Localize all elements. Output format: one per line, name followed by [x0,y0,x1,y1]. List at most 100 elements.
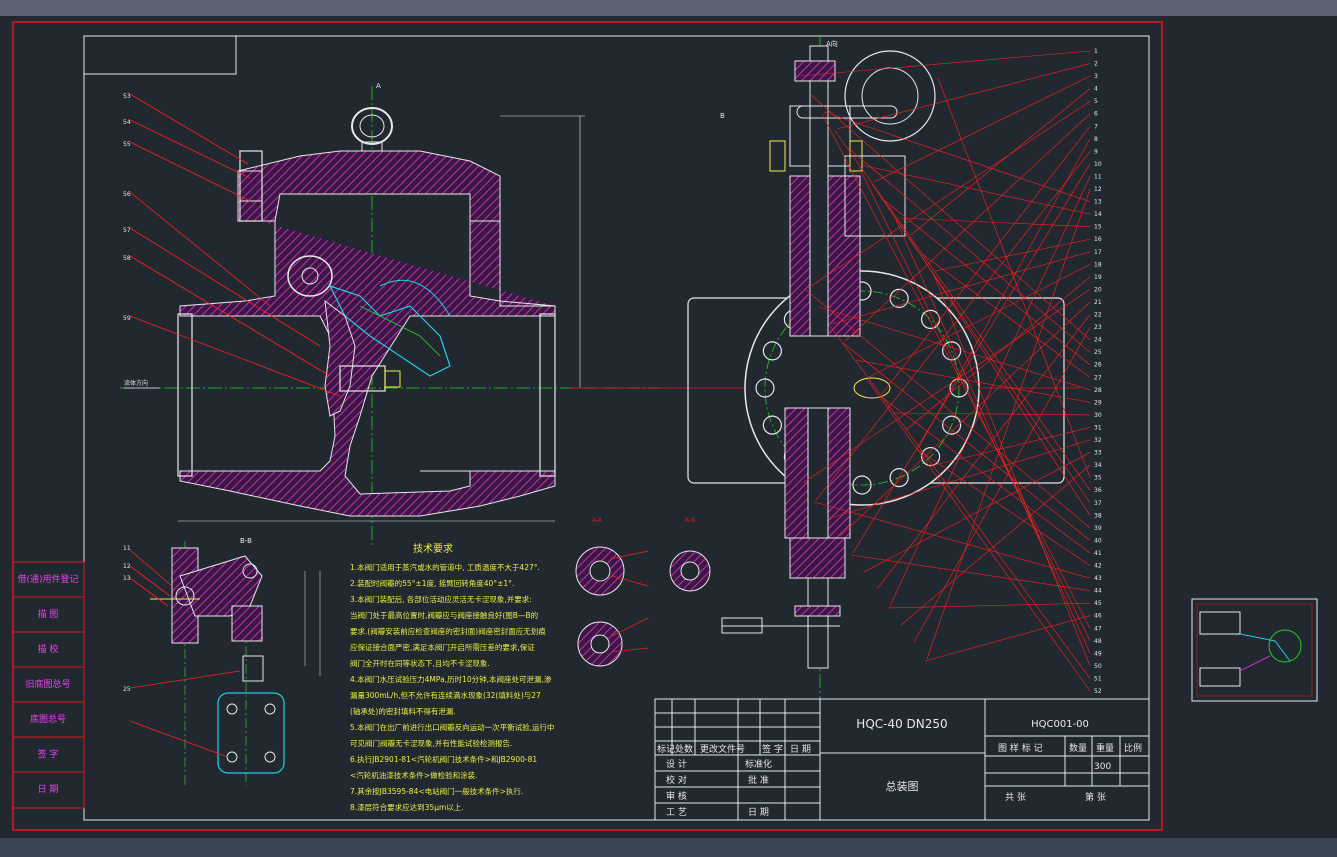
leader-line [924,615,1091,662]
balloon: 21 [1094,299,1102,306]
leader-line [884,200,1091,365]
middle-row: 日 期 [748,807,769,818]
tech-line: 5.本阀门在出厂前进行出口阀瓣反向运动一次平衡试验,运行中 [350,722,555,732]
balloon: 47 [1094,625,1102,632]
balloon: 43 [1094,575,1102,582]
tech-line: 7.其余按JB3595-84<电站阀门一般技术条件>执行. [350,786,523,796]
view-label-b: B [720,112,725,120]
leader-line [836,63,1091,130]
leader-line [858,166,1091,641]
section-label-bb: B-B [240,537,252,545]
leader-line [826,439,1091,520]
balloon: 46 [1094,613,1102,620]
leader-line [926,188,1091,660]
leader-line [866,378,1091,692]
leader-line [829,325,1091,679]
leader-line [855,359,1091,403]
bolt-hole [755,378,775,398]
title-block[interactable]: 标记 处数 更改文件号 签 字 日 期 设 计 校 对 审 核 工 艺 标准化 … [654,698,1150,821]
bolt-hole [889,468,909,488]
leader-line [876,314,1091,590]
balloon: 36 [1094,487,1102,494]
balloon: 59 [123,315,131,322]
attr-label: 数量 [1069,742,1087,754]
balloon: 1 [1094,48,1098,55]
leader-line [929,427,1091,467]
tech-line: 1.本阀门适用于蒸汽或水的管道中, 工质温度不大于427°. [350,562,540,572]
scale-value: 300 [1094,762,1111,772]
view-label-a-direction: A向 [826,39,838,48]
leader-line [821,113,1091,629]
balloon: 45 [1094,600,1102,607]
title-header: 日 期 [790,744,811,755]
leader-line [818,306,1091,391]
bb-detail-view[interactable]: B-B 11 12 13 25 [123,537,321,786]
leader-line [895,219,1091,654]
balloon: 13 [1094,199,1102,206]
balloon: 4 [1094,86,1098,93]
balloon: 29 [1094,399,1102,406]
attr-label: 图 样 标 记 [998,742,1043,754]
balloon: 11 [123,545,131,552]
drawing-number: HQC001-00 [1031,719,1089,730]
sheet-label: 共 张 [1005,792,1026,803]
leader-line [799,50,1091,77]
leader-line [881,126,1091,395]
bolt-hole [942,415,962,435]
bolt-hole [762,415,782,435]
main-section-view[interactable]: A 流体方向 [120,82,670,546]
balloon: 6 [1094,111,1098,118]
tech-line: 6.执行JB2901-81<汽轮机阀门技术条件>和JB2900-81 [350,754,537,764]
sheet-label: 第 张 [1085,791,1106,803]
sign-row: 校 对 [666,774,687,786]
balloon: 39 [1094,525,1102,532]
drawing-frame [83,35,1150,821]
side-view[interactable]: A向 B 12345678910111213141516171819202122… [570,36,1102,706]
leader-line [889,176,1091,607]
side-label: 底图总号 [30,713,66,725]
view-label-a: A [376,82,381,90]
leader-line [844,113,1091,342]
balloon: 3 [1094,73,1098,80]
tech-line: 3.本阀门装配后, 各部位活动应灵活无卡涩现象,并要求: [350,594,532,604]
aa-section-details[interactable]: A-A A-A [575,517,711,667]
balloon: 24 [1094,337,1102,344]
tech-line: 8.漆层符合要求应达到35μm以上. [350,802,464,812]
balloon: 42 [1094,563,1102,570]
balloon: 13 [123,575,131,582]
corner-code-box [83,35,237,75]
sign-row: 工 艺 [666,807,687,818]
title-header: 处数 [675,743,693,755]
balloon: 20 [1094,286,1102,293]
section-label-aa: A-A [592,517,603,524]
flow-direction-label: 流体方向 [124,379,148,387]
balloon: 34 [1094,462,1102,469]
balloon: 51 [1094,675,1102,682]
balloon: 52 [1094,688,1102,695]
side-registration-column: 借(通)用件登记 描 图 描 校 旧底图总号 底图总号 签 字 日 期 [12,561,85,809]
attr-label: 重量 [1096,742,1114,754]
leader-line [873,75,1091,183]
balloon: 33 [1094,450,1102,457]
balloon: 58 [123,255,131,262]
balloon: 25 [123,686,131,693]
balloon: 41 [1094,550,1102,557]
drawing-canvas[interactable]: 借(通)用件登记 描 图 描 校 旧底图总号 底图总号 签 字 日 期 A [0,16,1337,838]
balloon: 2 [1094,61,1098,68]
tech-line: 阀门全开时在同等状态下,且均不卡涩现象. [350,658,490,668]
balloon: 10 [1094,161,1102,168]
side-label: 日 期 [38,784,59,795]
leader-line [847,147,1091,353]
balloon: 8 [1094,136,1098,143]
top-toolbar-strip [0,0,1337,16]
leader-line [842,342,1091,541]
thumbnail-preview[interactable] [1191,598,1318,702]
balloon: 35 [1094,475,1102,482]
balloon: 18 [1094,261,1102,268]
tech-line: 4.本阀门水压试验压力4MPa,历时10分钟,本阀座处可泄漏,渗 [350,674,552,684]
balloon: 12 [123,563,131,570]
side-label: 描 校 [38,643,59,655]
sign-row: 设 计 [666,758,687,770]
balloon: 7 [1094,123,1098,130]
bolt-hole [889,288,909,308]
